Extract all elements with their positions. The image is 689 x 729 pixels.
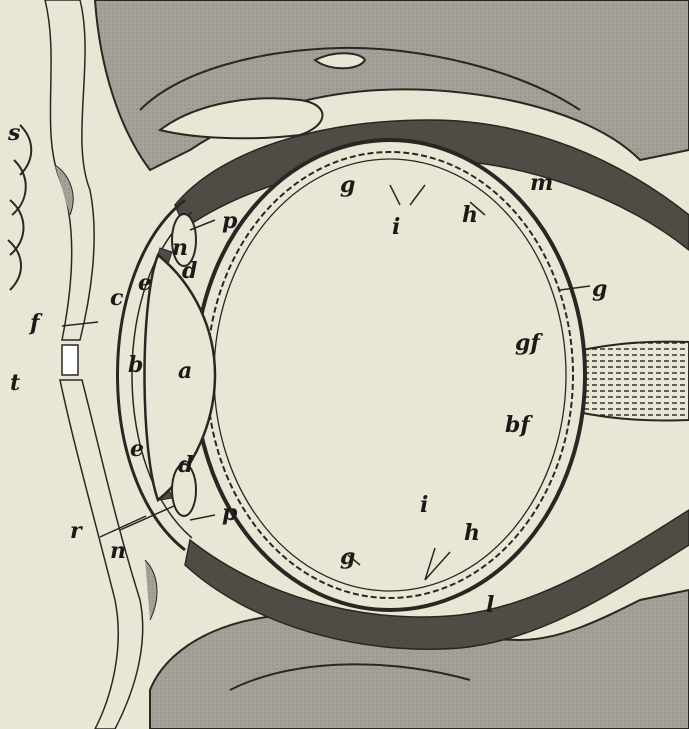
label-h-bottom: h [464, 520, 480, 546]
label-p-bottom: p [222, 500, 238, 526]
label-l: l [486, 592, 494, 618]
label-d-bottom: d [178, 452, 193, 478]
label-g-right: g [592, 276, 607, 302]
label-a: a [178, 358, 192, 384]
label-gf: gf [515, 330, 543, 356]
label-m: m [530, 170, 553, 196]
label-s: s [7, 120, 20, 146]
label-d-top: d [182, 258, 197, 284]
label-t: t [10, 370, 20, 396]
label-i-top: i [392, 214, 400, 240]
label-bf: bf [505, 412, 533, 438]
label-p-top: p [222, 208, 238, 234]
label-i-bottom: i [420, 492, 428, 518]
label-b: b [128, 352, 143, 378]
eyeball-sclera [195, 140, 585, 610]
label-h-top: h [462, 202, 478, 228]
label-n-bottom: n [110, 538, 126, 564]
label-g-top: g [340, 172, 355, 198]
label-r: r [70, 518, 83, 544]
label-e-bottom: e [130, 436, 144, 462]
label-c: c [110, 285, 124, 311]
label-e-top: e [138, 270, 152, 296]
label-g-bottom: g [340, 544, 355, 570]
